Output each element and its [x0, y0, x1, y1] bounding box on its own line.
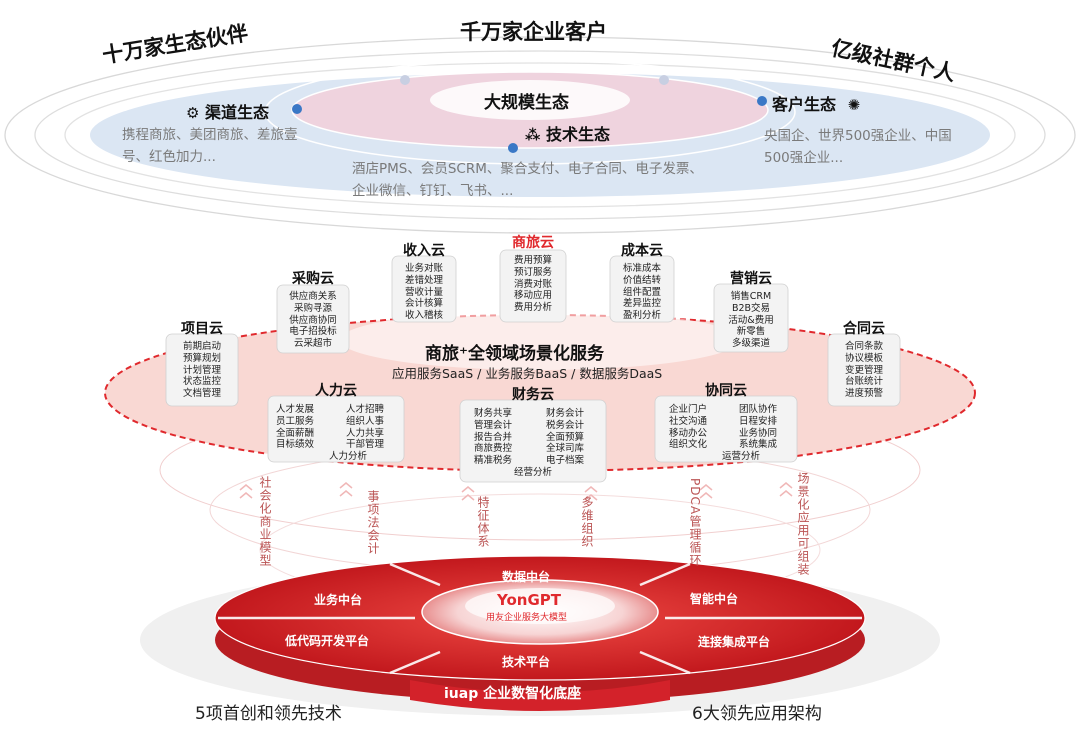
cloud-footer: 经营分析 [513, 466, 552, 478]
tech-eco-icon: ⁂ [525, 126, 541, 144]
cloud-yingxiao: 营销云 销售CRM B2B交易 活动&费用 新零售 多级渠道 [711, 268, 791, 350]
cloud-name: 合同云 [843, 321, 885, 337]
eco-outer-ring-2 [34, 50, 1046, 220]
cloud-caigou: 采购云 供应商关系 采购寻源 供应商协同 电子招投标 云采超市 [273, 268, 353, 350]
customer-dot [757, 96, 767, 106]
cloud-xiangmu: 项目云 前期启动 预算规划 计划管理 状态监控 文档管理 [162, 318, 242, 400]
cylinder-chengben [609, 255, 675, 323]
base-separators [218, 562, 862, 675]
eco-outer-ring-3 [4, 36, 1076, 234]
cloud-name: 成本云 [621, 243, 663, 259]
segment-business-center: 业务中台 [314, 593, 363, 607]
cylinders [165, 249, 901, 483]
segment-integration: 连接集成平台 [698, 635, 771, 649]
segment-data-center: 数据中台 [502, 570, 551, 584]
cloud-name: 项目云 [181, 321, 223, 337]
cylinder-hetong [827, 333, 901, 407]
cloud-name: 收入云 [403, 243, 445, 259]
base-label-strip [410, 680, 670, 711]
cloud-items: 供应商关系 采购寻源 供应商协同 电子招投标 云采超市 [289, 291, 337, 350]
cloud-footer: 人力分析 [328, 451, 367, 463]
service-subtitle: 应用服务SaaS / 业务服务BaaS / 数据服务DaaS [392, 366, 663, 381]
cloud-name: 营销云 [730, 271, 772, 287]
pillar-2: 事项法会计 [366, 490, 380, 555]
cloud-items: 费用预算 预订服务 消费对账 移动应用 费用分析 [513, 255, 552, 314]
service-title: 商旅⁺全领域场景化服务 [425, 344, 604, 364]
cloud-name: 采购云 [292, 271, 334, 287]
cylinder-caigou [276, 284, 350, 354]
cloud-xietong: 协同云 企业门户 社交沟通 移动办公 组织文化 团队协作 日程安排 业务协同 系… [655, 380, 797, 463]
eco-core-label: 大规模生态 [484, 93, 569, 113]
yongpt-inner [465, 588, 615, 624]
pillar-chevrons [239, 482, 793, 501]
cloud-hetong: 合同云 合同条款 协议模板 变更管理 台账统计 进度预警 [824, 318, 904, 400]
cloud-items: 标准成本 价值结转 组件配置 差异监控 盈利分析 [622, 263, 661, 322]
cylinder-shanglv [499, 249, 567, 323]
cylinder-renli [267, 395, 405, 463]
center-title: 千万家企业客户 [460, 20, 607, 44]
small-dot-left [400, 75, 410, 85]
cloud-name: 商旅云 [512, 235, 554, 251]
channel-dot [292, 104, 302, 114]
base-label: iuap 企业数智化底座 [444, 686, 582, 702]
cloud-items: 销售CRM B2B交易 活动&费用 新零售 多级渠道 [728, 291, 774, 350]
cloud-items: 合同条款 协议模板 变更管理 台账统计 进度预警 [844, 341, 883, 400]
cloud-name: 人力云 [315, 383, 357, 399]
channel-eco-name: ⚙ 渠道生态 [186, 103, 270, 122]
cloud-items: 财务共享 管理会计 报告合并 商旅费控 精准税务 财务会计 税务会计 全面预算 … [474, 408, 585, 467]
cloud-items: 企业门户 社交沟通 移动办公 组织文化 团队协作 日程安排 业务协同 系统集成 [669, 404, 778, 451]
tech-dot [508, 143, 518, 153]
eco-core-inner [430, 80, 630, 120]
cloud-items: 业务对账 差错处理 营收计量 会计核算 收入稽核 [404, 263, 443, 322]
cloud-shouru: 收入云 业务对账 差错处理 营收计量 会计核算 收入稽核 [388, 240, 460, 322]
cloud-footer: 运营分析 [721, 451, 760, 463]
pillar-5: PDCA管理循环 [688, 478, 702, 568]
customer-eco-name: 客户生态 ✺ [772, 95, 861, 114]
cloud-shanglv: 商旅云 费用预算 预订服务 消费对账 移动应用 费用分析 [497, 232, 569, 314]
cloud-name: 协同云 [705, 383, 747, 399]
cloud-chengben: 成本云 标准成本 价值结转 组件配置 差异监控 盈利分析 [606, 240, 678, 322]
tech-eco-name: ⁂ 技术生态 [525, 125, 610, 144]
footer-right: 6大领先应用架构 [692, 704, 822, 724]
tech-eco-desc: 酒店PMS、会员SCRM、聚合支付、电子合同、电子发票、企业微信、钉钉、飞书、.… [352, 161, 703, 199]
footer-left: 5项首创和领先技术 [195, 704, 342, 724]
cloud-caiwu: 财务云 财务共享 管理会计 报告合并 商旅费控 精准税务 财务会计 税务会计 全… [460, 384, 606, 479]
customer-eco-icon: ✺ [847, 96, 861, 114]
cylinder-xiangmu [165, 333, 239, 407]
customer-eco-desc: 央国企、世界500强企业、中国500强企业... [764, 128, 952, 166]
cylinder-caiwu [459, 399, 607, 483]
pillar-3: 特征体系 [476, 496, 490, 548]
cloud-items: 人才发展 员工服务 全面薪酬 目标绩效 人才招聘 组织人事 人力共享 干部管理 [276, 404, 385, 451]
segment-ai-center: 智能中台 [690, 592, 739, 606]
yongpt-sub: 用友企业服务大模型 [486, 613, 568, 623]
segment-tech-platform: 技术平台 [502, 655, 551, 669]
small-dot-right [659, 75, 669, 85]
yongpt-title: YonGPT [497, 591, 562, 609]
cloud-renli: 人力云 人才发展 员工服务 全面薪酬 目标绩效 人才招聘 组织人事 人力共享 干… [268, 380, 404, 463]
pillar-6: 场景化应用可组装 [796, 472, 810, 576]
cylinder-xietong [654, 395, 798, 463]
cloud-name: 财务云 [512, 387, 554, 403]
channel-eco-icon: ⚙ [186, 104, 200, 122]
service-plate-glow [340, 310, 740, 370]
pillar-1: 社会化商业模型 [258, 476, 272, 567]
segment-low-code: 低代码开发平台 [285, 634, 370, 648]
eco-outer-ring-1 [64, 62, 1016, 208]
cylinder-shouru [391, 255, 457, 323]
channel-eco-desc: 携程商旅、美团商旅、差旅壹号、红色加力... [122, 127, 298, 165]
pillar-4: 多维组织 [580, 496, 594, 548]
eco-core-ring [264, 59, 796, 165]
cloud-items: 前期启动 预算规划 计划管理 状态监控 文档管理 [182, 341, 221, 400]
cylinder-yingxiao [713, 283, 789, 353]
